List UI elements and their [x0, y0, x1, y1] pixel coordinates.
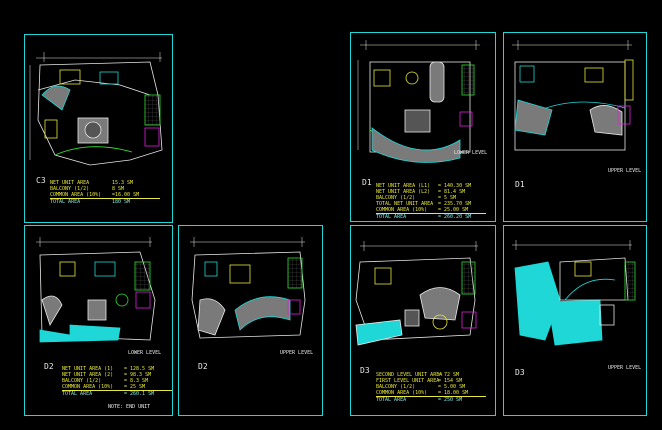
panel-d3-upper	[503, 225, 647, 416]
table-row: COMMON AREA (10%)= 25 SM	[62, 384, 146, 390]
table-row: NET UNIT AREA (1)= 128.5 SM	[62, 366, 155, 372]
d3-label: D3	[360, 366, 370, 375]
d1-area-table: NET UNIT AREA (L1)= 140.30 SM NET UNIT A…	[376, 183, 486, 220]
panel-d1-lower	[350, 32, 496, 222]
divider	[62, 390, 172, 391]
d2-lower-level-label: LOWER LEVEL	[128, 350, 162, 356]
d1-label: D1	[362, 178, 372, 187]
d1-upper-label: D1	[515, 180, 525, 189]
d2-note: NOTE: END UNIT	[108, 404, 151, 410]
table-row: NET UNIT AREA (L1)= 140.30 SM	[376, 183, 472, 189]
plan-d1-lower	[357, 40, 480, 163]
d1-upper-level-label: UPPER LEVEL	[608, 168, 642, 174]
d2-area-table: NET UNIT AREA (1)= 128.5 SM NET UNIT ARE…	[62, 366, 172, 397]
table-row: BALCONY (1/2)= 5 SM	[376, 195, 457, 201]
table-row: TOTAL AREA= 260.1 SM	[62, 391, 155, 397]
d3-area-table: SECOND LEVEL UNIT AREA= 72 SM FIRST LEVE…	[376, 372, 486, 403]
plan-d1-upper	[512, 40, 634, 151]
plan-c3	[29, 52, 163, 166]
c3-label: C3	[36, 176, 46, 185]
d2-upper-label: D2	[198, 362, 208, 371]
table-row: COMMON AREA (10%)= 18.00 SM	[376, 390, 469, 396]
panel-d3-lower	[350, 225, 496, 416]
table-row: TOTAL AREA= 260.20 SM	[376, 214, 472, 220]
table-row: BALCONY (1/2)= 8.3 SM	[62, 378, 149, 384]
plan-d3-upper	[512, 240, 636, 346]
table-row: TOTAL AREA= 250 SM	[376, 397, 463, 403]
panel-c3	[24, 34, 173, 223]
plan-d2-upper	[190, 237, 306, 339]
panel-d1-upper	[503, 32, 647, 222]
table-row: NET UNIT AREA (2)= 98.3 SM	[62, 372, 152, 378]
d2-label: D2	[44, 362, 54, 371]
table-row: FIRST LEVEL UNIT AREA= 154 SM	[376, 378, 463, 384]
panel-d2-lower	[24, 225, 173, 416]
table-row: COMMON AREA (10%)=16.00 SM	[50, 192, 140, 198]
divider	[376, 213, 486, 214]
d3-upper-level-label: UPPER LEVEL	[608, 365, 642, 371]
panel-d2-upper	[178, 225, 323, 416]
plan-d3-lower	[355, 241, 478, 346]
d3-upper-label: D3	[515, 368, 525, 377]
table-row: NET UNIT AREA (L2)= 81.4 SM	[376, 189, 466, 195]
d2-upper-level-label: UPPER LEVEL	[280, 350, 314, 356]
table-row: BALCONY (1/2)8 SM	[50, 186, 125, 192]
table-row: SECOND LEVEL UNIT AREA= 72 SM	[376, 372, 460, 378]
table-row: BALCONY (1/2)= 5.00 SM	[376, 384, 466, 390]
d1-lower-level-label: LOWER LEVEL	[454, 150, 488, 156]
table-row: COMMON AREA (10%)= 25.00 SM	[376, 207, 469, 213]
divider	[50, 198, 160, 199]
table-row: TOTAL NET UNIT AREA= 235.70 SM	[376, 201, 472, 207]
plan-d2-lower	[36, 237, 156, 343]
divider	[376, 396, 486, 397]
